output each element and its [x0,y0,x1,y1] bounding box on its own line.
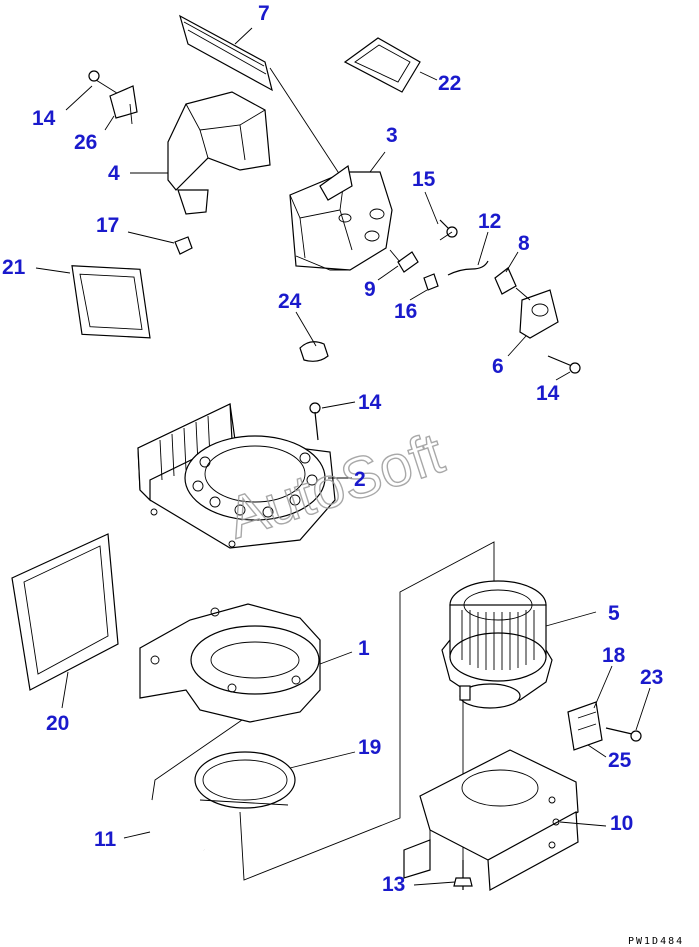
part-13-bolt [453,860,473,890]
callout-6: 6 [492,355,504,378]
part-23-screw [605,727,642,742]
callout-24: 24 [278,290,302,313]
callout-25: 25 [608,749,632,772]
callout-18: 18 [602,644,626,667]
part-21-gasket [71,265,151,339]
callout-8: 8 [518,232,530,255]
callout-16: 16 [394,300,417,323]
part-11-drain-hose [148,799,206,853]
callout-14: 14 [358,391,382,414]
part-3-upper-case [289,164,393,271]
callout-20: 20 [46,712,69,735]
part-10-motor-bracket [403,749,579,891]
part-24-connector [299,341,329,362]
callout-21: 21 [2,256,26,279]
part-19-ring [194,751,296,809]
part-4-duct [167,91,271,215]
part-2-fan-housing [137,403,336,549]
callout-2: 2 [354,468,366,491]
part-16-nut [423,273,439,291]
part-6-actuator [515,287,559,339]
callout-14: 14 [32,107,56,130]
part-26-bracket [109,85,138,125]
callout-12: 12 [478,210,501,233]
callout-15: 15 [412,168,436,191]
part-14-screw-right [547,355,581,374]
part-15-screw [439,219,458,241]
callout-10: 10 [610,812,633,835]
part-1-lower-housing [139,603,321,723]
part-17-clip [174,236,193,255]
part-18-resistor [567,701,603,751]
callout-3: 3 [386,124,398,147]
callout-19: 19 [358,736,381,759]
callout-17: 17 [96,214,119,237]
callout-14: 14 [536,382,560,405]
part-5-blower-motor [441,580,553,709]
part-14-bolt-middle [309,402,321,441]
callout-13: 13 [382,873,405,896]
part-9-plate [389,249,419,273]
part-14-bolt-top [88,70,121,96]
callout-26: 26 [74,131,97,154]
part-8-lever [494,267,517,295]
callout-23: 23 [640,666,663,689]
part-20-gasket [11,533,119,691]
callout-5: 5 [608,602,620,625]
callout-22: 22 [438,72,461,95]
part-7-filter-plate [179,14,273,92]
part-22-gasket [343,37,421,93]
callout-11: 11 [94,828,117,851]
callout-7: 7 [258,2,270,25]
callout-4: 4 [108,162,120,185]
drawing-code: PW1D484 [628,936,684,947]
callout-1: 1 [358,637,370,660]
callout-labels: 7 22 14 26 3 4 15 17 12 8 21 9 24 16 6 1… [2,2,663,896]
part-12-rod [447,260,489,276]
callout-9: 9 [364,278,376,301]
